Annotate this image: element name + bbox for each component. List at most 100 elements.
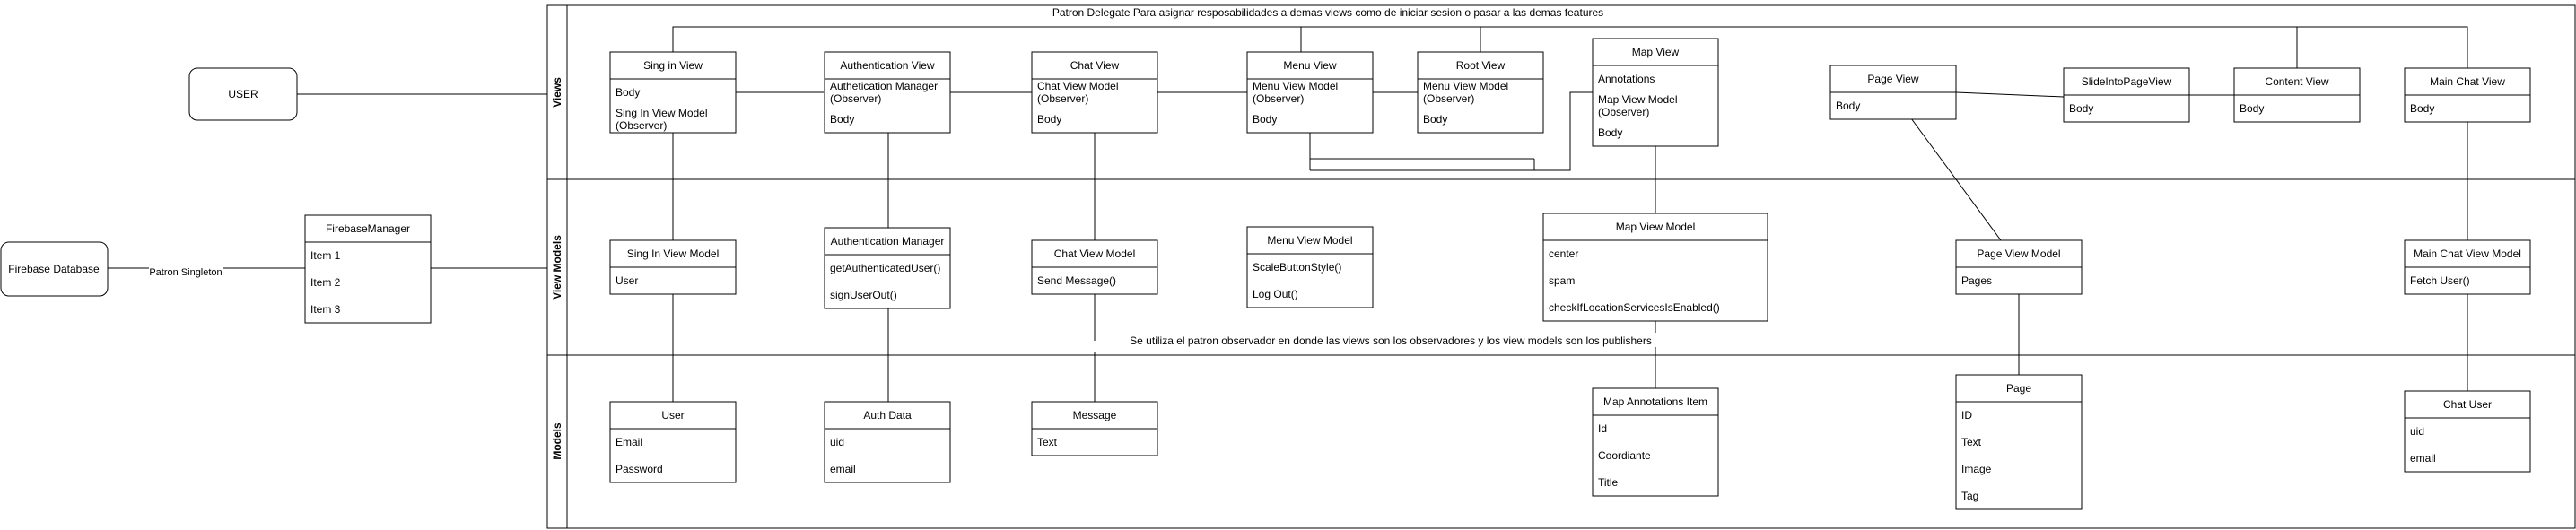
- note-observer-bg: [1113, 333, 1669, 347]
- swimlane-frame: [546, 4, 2576, 529]
- lane-label-view-models: View Models: [551, 235, 563, 300]
- edge-page-slide: [1955, 91, 2065, 98]
- class-row: Body: [1598, 126, 1622, 139]
- class-title: Chat User: [2443, 398, 2492, 411]
- class-row: Send Message(): [1037, 274, 1116, 287]
- class-row: Menu View Model(Observer): [1253, 80, 1338, 105]
- class-box-frame: [609, 401, 737, 483]
- class-row: uid: [2410, 425, 2424, 438]
- class-row: Map View Model(Observer): [1598, 93, 1678, 118]
- class-row: getAuthenticatedUser(): [830, 262, 940, 274]
- class-title: FirebaseManager: [326, 222, 410, 235]
- class-title: Message: [1073, 409, 1117, 421]
- edge-label-singleton: Patron Singleton: [149, 267, 222, 278]
- class-row: Id: [1598, 422, 1607, 435]
- class-title: Map View: [1632, 46, 1680, 58]
- class-row: Fetch User(): [2410, 274, 2470, 287]
- class-row: Sing In View Model(Observer): [616, 107, 708, 132]
- class-row: Email: [616, 436, 642, 448]
- class-row: Annotations: [1598, 73, 1655, 85]
- class-row: email: [830, 463, 856, 475]
- class-row: ID: [1961, 409, 1972, 421]
- class-title: Content View: [2265, 75, 2328, 88]
- class-row: Log Out(): [1253, 288, 1298, 300]
- class-title: Chat View Model: [1054, 248, 1136, 260]
- class-box-frame: [824, 401, 951, 483]
- class-row: Body: [1423, 113, 1447, 126]
- class-box-frame: [2404, 390, 2531, 473]
- class-box-frame: [824, 227, 951, 309]
- class-box-authdata-model[interactable]: Auth Data uid email: [824, 401, 951, 483]
- class-title: Page View: [1867, 73, 1918, 85]
- user-actor-label: USER: [228, 88, 258, 100]
- lane-label-models: Models: [551, 422, 563, 460]
- class-title: Root View: [1456, 59, 1506, 72]
- edge-delegate-menu-root: [1301, 26, 1481, 52]
- class-title: Sing in View: [643, 59, 703, 72]
- class-row: Authetication Manager(Observer): [830, 80, 938, 105]
- class-row: Menu View Model(Observer): [1423, 80, 1508, 105]
- firebase-database-actor[interactable]: [0, 241, 109, 297]
- connectors: [108, 26, 2468, 402]
- class-row: center: [1549, 248, 1578, 260]
- class-box-frame: [1592, 38, 1719, 147]
- class-row: ScaleButtonStyle(): [1253, 261, 1341, 274]
- class-box-map-vm[interactable]: Map View ModelcenterspamcheckIfLocationS…: [1542, 213, 1768, 322]
- class-box-frame: [609, 51, 737, 134]
- class-box-frame: [304, 214, 432, 324]
- class-title: Menu View Model: [1267, 234, 1352, 247]
- class-row: checkIfLocationServicesIsEnabled(): [1549, 301, 1720, 314]
- class-box-frame: [1031, 51, 1158, 134]
- class-row: Pages: [1961, 274, 1992, 287]
- class-row: Body: [1037, 113, 1061, 126]
- class-box-frame: [1955, 374, 2083, 510]
- class-row: Text: [1037, 436, 1058, 448]
- class-row: Body: [1253, 113, 1277, 126]
- class-row: Item 1: [310, 249, 341, 262]
- class-title: Auth Data: [863, 409, 912, 421]
- class-box-frame: [1417, 51, 1544, 134]
- note-delegate-pattern: Patron Delegate Para asignar resposabili…: [1052, 6, 1603, 19]
- lane-label-views: Views: [551, 77, 563, 108]
- class-title: User: [661, 409, 684, 421]
- class-row: Item 3: [310, 303, 341, 316]
- class-title: Map Annotations Item: [1603, 395, 1707, 408]
- class-row: uid: [830, 436, 844, 448]
- note-observer-pattern: Se utiliza el patron observador en donde…: [1130, 335, 1652, 347]
- user-actor[interactable]: [188, 67, 298, 121]
- class-title: Page: [2006, 382, 2031, 395]
- class-box-frame: [1246, 226, 1374, 308]
- class-row: Body: [2240, 102, 2264, 115]
- class-box-auth-manager[interactable]: Authentication ManagergetAuthenticatedUs…: [824, 227, 951, 309]
- class-title: Page View Model: [1977, 248, 2060, 260]
- class-row: Body: [2069, 102, 2093, 115]
- edge-delegate-signin-menu: [672, 26, 1302, 52]
- class-title: Sing In View Model: [627, 248, 720, 260]
- class-row: Image: [1961, 463, 1992, 475]
- class-row: Item 2: [310, 276, 341, 289]
- class-row: Body: [830, 113, 854, 126]
